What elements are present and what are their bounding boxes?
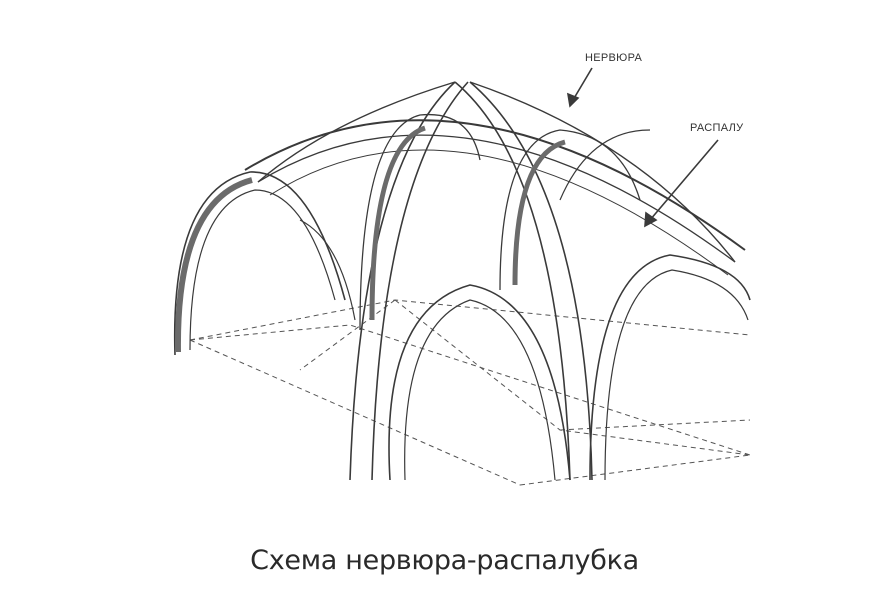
diagonal-ribs bbox=[257, 81, 736, 481]
rib-label: НЕРВЮРА bbox=[585, 52, 643, 64]
floor-plan-dashed bbox=[189, 299, 751, 486]
vault-diagram: НЕРВЮРА РАСПАЛУ bbox=[173, 52, 751, 486]
inner-arches bbox=[359, 113, 651, 331]
label-arrows bbox=[566, 67, 719, 228]
front-arches bbox=[299, 219, 751, 481]
web-label: РАСПАЛУ bbox=[690, 122, 744, 134]
figure-caption: Схема нервюра-распалубка bbox=[250, 545, 639, 576]
left-arch bbox=[173, 171, 346, 356]
vault-drawing bbox=[173, 67, 751, 486]
